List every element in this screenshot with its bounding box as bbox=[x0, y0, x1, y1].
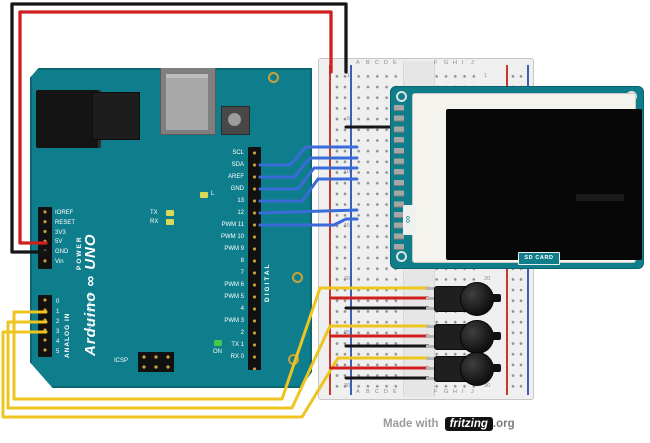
tft-screen-reflection bbox=[576, 194, 624, 201]
pot-leg bbox=[426, 297, 436, 300]
column-letter-bottom: F bbox=[434, 389, 438, 395]
mounting-hole bbox=[268, 72, 279, 83]
column-letter-bottom: B bbox=[366, 389, 370, 395]
pot-shaft bbox=[492, 294, 501, 302]
pot-leg bbox=[426, 307, 436, 310]
pot-shaft bbox=[492, 364, 501, 372]
analog-pin-label: 5 bbox=[56, 349, 60, 355]
mounting-hole bbox=[288, 354, 299, 365]
pot-knob[interactable] bbox=[460, 282, 494, 316]
tft-header-pins bbox=[394, 105, 404, 255]
column-letter-bottom: E bbox=[393, 389, 397, 395]
power-pin-label: Vin bbox=[55, 259, 64, 265]
arduino-logo-icon: ∞ bbox=[402, 215, 414, 224]
column-letter-top: B bbox=[366, 60, 370, 66]
column-letter-top: A bbox=[356, 60, 360, 66]
row-number-left: 20 bbox=[343, 276, 350, 282]
digital-pin-label: PWM 6 bbox=[224, 282, 244, 288]
pot-leg bbox=[426, 377, 436, 380]
analog-pin-label: 4 bbox=[56, 339, 60, 345]
column-letter-bottom: J bbox=[471, 389, 474, 395]
pot-leg bbox=[426, 367, 436, 370]
arduino-pin-labels-analog: 0 1 2 3 4 5 bbox=[30, 68, 312, 388]
pot-leg bbox=[426, 357, 436, 360]
analog-pin-label: 3 bbox=[56, 329, 60, 335]
watermark-made-with: Made with bbox=[383, 418, 439, 430]
column-letter-top: E bbox=[393, 60, 397, 66]
pot-leg bbox=[426, 335, 436, 338]
watermark: Made with fritzing .org bbox=[383, 417, 515, 431]
column-letter-bottom: A bbox=[356, 389, 360, 395]
potentiometer-2[interactable] bbox=[424, 319, 504, 354]
analog-pin-label: 2 bbox=[56, 319, 60, 325]
column-letter-top: C bbox=[375, 60, 379, 66]
column-letter-top: F bbox=[434, 60, 438, 66]
digital-pin-label: 8 bbox=[240, 258, 244, 264]
column-letter-bottom: C bbox=[375, 389, 379, 395]
row-number-right: 30 bbox=[484, 383, 491, 389]
pot-shaft bbox=[492, 332, 501, 340]
watermark-org: .org bbox=[492, 418, 515, 430]
column-letter-bottom: D bbox=[384, 389, 388, 395]
tft-screen bbox=[446, 109, 642, 260]
left-rail-negative-stripe bbox=[350, 65, 352, 395]
column-letter-top: G bbox=[444, 60, 449, 66]
row-number-left: 30 bbox=[343, 383, 350, 389]
tft-screw-hole bbox=[396, 91, 407, 102]
row-number-right: 1 bbox=[484, 73, 488, 79]
pot-knob[interactable] bbox=[460, 320, 494, 354]
mounting-hole bbox=[292, 272, 303, 283]
column-letter-bottom: G bbox=[444, 389, 449, 395]
tft-flex-tab: ∞ bbox=[402, 205, 417, 235]
analog-pin-label: 0 bbox=[56, 299, 60, 305]
row-number-right: 20 bbox=[484, 276, 491, 282]
pot-leg bbox=[426, 345, 436, 348]
tft-lcd-module: SD CARD ∞ bbox=[390, 86, 644, 269]
pot-knob[interactable] bbox=[460, 352, 494, 386]
digital-pin-label: 7 bbox=[240, 270, 244, 276]
fritzing-logo: fritzing bbox=[444, 417, 493, 431]
row-number-left: 15 bbox=[343, 223, 350, 229]
row-number-left: 25 bbox=[343, 330, 350, 336]
arduino-uno-board: ICSP ON TX RX L Arduino∞UNO POWER ANALOG… bbox=[30, 68, 312, 388]
column-letter-top: H bbox=[453, 60, 457, 66]
fritzing-logo-text: fritzing bbox=[449, 418, 488, 430]
column-letter-bottom: H bbox=[453, 389, 457, 395]
column-letter-top: D bbox=[384, 60, 388, 66]
potentiometer-1[interactable] bbox=[424, 281, 504, 316]
pot-leg bbox=[426, 287, 436, 290]
column-letter-bottom: I bbox=[462, 389, 464, 395]
pot-leg bbox=[426, 325, 436, 328]
tft-bezel: SD CARD bbox=[412, 93, 642, 265]
potentiometer-3[interactable] bbox=[424, 351, 504, 386]
sd-card-label: SD CARD bbox=[518, 252, 560, 265]
column-letter-top: I bbox=[462, 60, 464, 66]
analog-pin-label: 1 bbox=[56, 309, 60, 315]
row-number-left: 10 bbox=[343, 169, 350, 175]
row-number-left: 5 bbox=[346, 116, 350, 122]
column-letter-top: J bbox=[471, 60, 474, 66]
row-number-left: 1 bbox=[346, 73, 350, 79]
